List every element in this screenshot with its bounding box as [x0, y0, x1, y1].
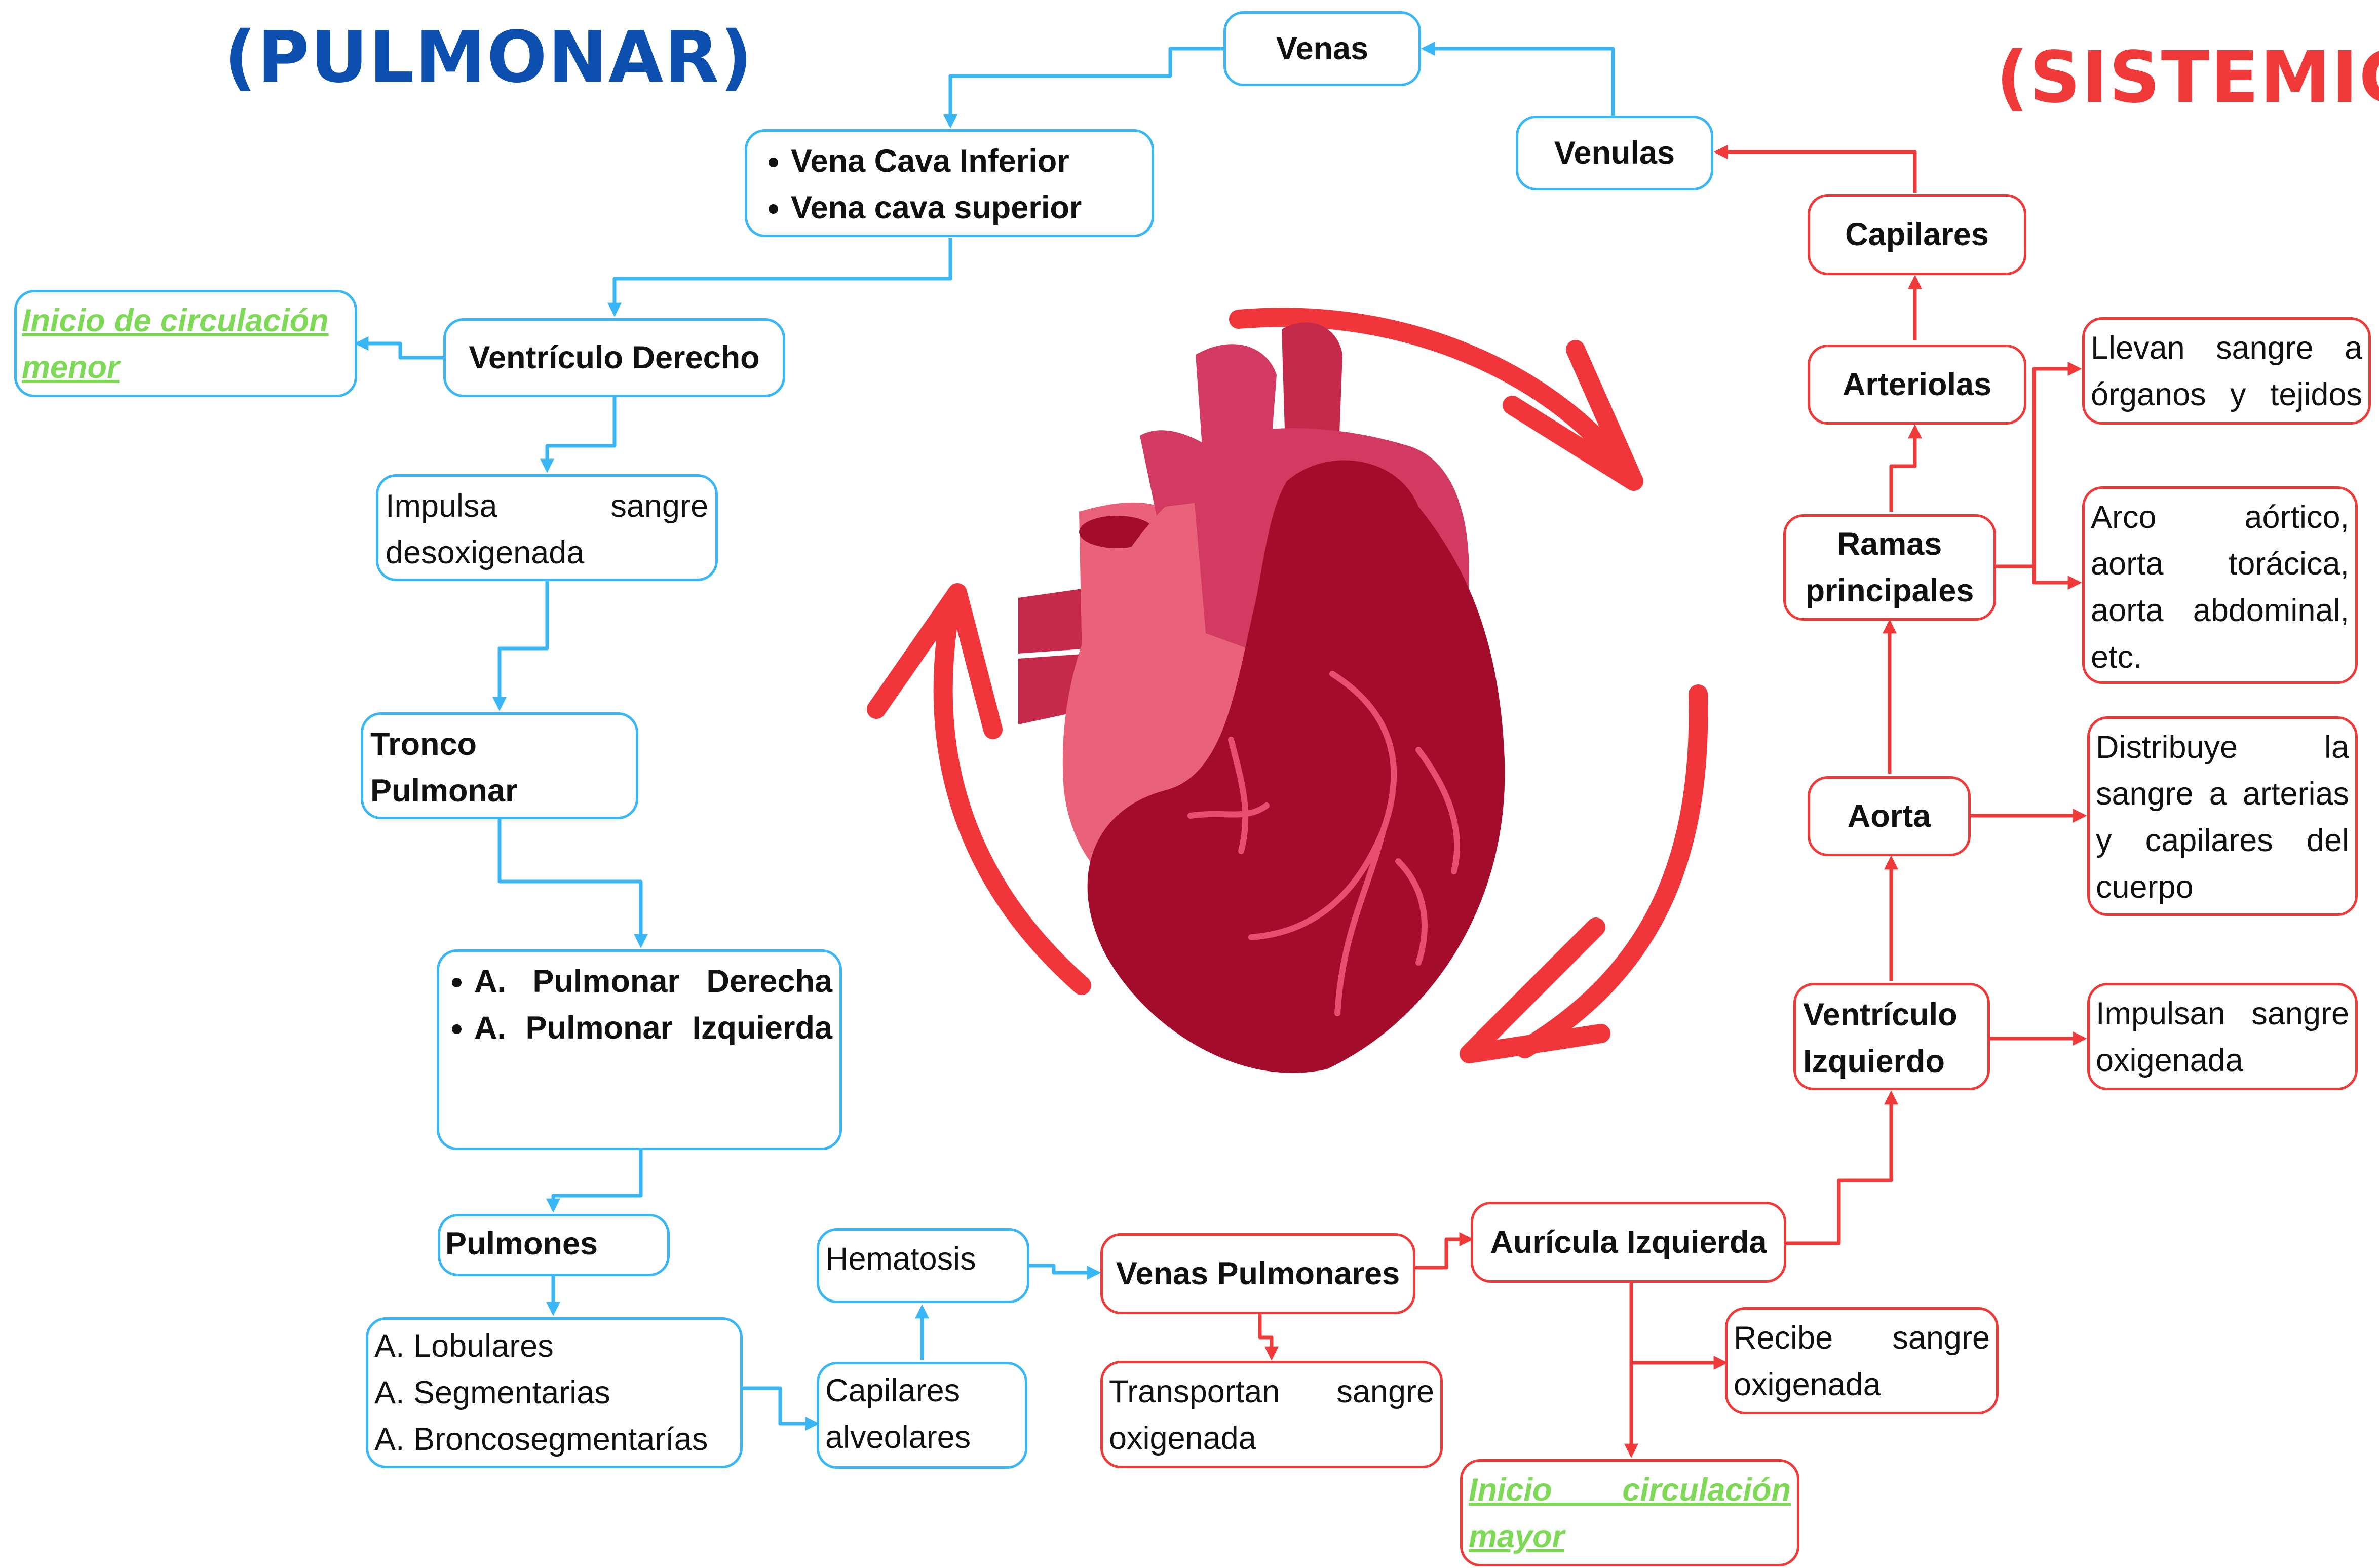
- connector-arterias-pulmones: [546, 1150, 643, 1213]
- connector-ramas-arteriolas: [1889, 424, 1922, 512]
- cycle-arrows-icon: [867, 308, 1708, 1063]
- node-transportan-label: Transportan sangre oxigenada: [1109, 1374, 1434, 1456]
- connector-ramas-arco: [2032, 566, 2082, 590]
- connector-impulsa-tronco: [492, 581, 549, 711]
- node-impulsan: Impulsan sangre oxigenada: [2087, 983, 2358, 1090]
- node-distribuye-label: Distribuye la sangre a arterias y capila…: [2096, 730, 2349, 905]
- connector-venas-pulmonares-auricula: [1412, 1232, 1474, 1270]
- connector-venas-vena-cava: [943, 47, 1223, 129]
- node-recibe: Recibe sangre oxigenada: [1725, 1307, 1999, 1414]
- node-venas-pulmonares: Venas Pulmonares: [1100, 1233, 1415, 1314]
- connector-ramas-llevan: [1996, 362, 2082, 568]
- node-tronco-label: Tronco Pulmonar: [370, 726, 518, 809]
- connector-ventriculo-impulsa: [540, 397, 617, 473]
- node-arteriolas: Arteriolas: [1808, 345, 2026, 425]
- node-distribuye: Distribuye la sangre a arterias y capila…: [2087, 716, 2358, 916]
- node-venas-label: Venas: [1276, 31, 1369, 66]
- connector-hematosis-venas-pulmonares: [1029, 1264, 1101, 1280]
- node-llevan: Llevan sangre a órganos y tejidos: [2082, 317, 2371, 425]
- node-ventriculo-derecho: Ventrículo Derecho: [443, 318, 785, 397]
- connector-venas-pulmonares-transportan: [1258, 1313, 1279, 1361]
- title-pulmonar: (PULMONAR): [224, 16, 754, 99]
- node-hematosis-label: Hematosis: [825, 1241, 976, 1277]
- title-sistemica: (SISTEMICA): [1996, 36, 2379, 119]
- node-arco: Arco aórtico, aorta torácica, aorta abdo…: [2082, 486, 2358, 684]
- arteria-item: A. Pulmonar Izquierda: [474, 1005, 832, 1051]
- node-arterias-pulmonares: A. Pulmonar Derecha A. Pulmonar Izquierd…: [437, 949, 842, 1150]
- node-capilares-label: Capilares: [1845, 217, 1989, 252]
- inicio-mayor-link[interactable]: Inicio circulación mayor: [1469, 1472, 1791, 1554]
- node-venas-pulmonares-label: Venas Pulmonares: [1116, 1256, 1400, 1291]
- connector-ramas-capilares: [743, 1386, 820, 1431]
- connector-vena-cava-ventriculo: [607, 238, 952, 317]
- node-inicio-menor: Inicio de circulación menor: [14, 290, 357, 397]
- node-aorta-label: Aorta: [1847, 798, 1931, 834]
- node-auricula-izquierda-label: Aurícula Izquierda: [1490, 1225, 1767, 1260]
- connector-auricula-recibe: [1629, 1282, 1728, 1370]
- node-recibe-label: Recibe sangre oxigenada: [1734, 1320, 1990, 1402]
- node-ramas-principales: Ramas principales: [1783, 514, 1996, 621]
- connector-auricula-ventriculo: [1786, 1090, 1898, 1245]
- node-capilares-alveolares-label: Capilares alveolares: [825, 1373, 971, 1455]
- connector-tronco-arterias: [497, 819, 648, 948]
- node-ventriculo-izquierdo-label: Ventrículo Izquierdo: [1803, 997, 1958, 1079]
- node-vena-cava: Vena Cava Inferior Vena cava superior: [745, 129, 1154, 237]
- connector-ventriculo-inicio-menor: [354, 336, 443, 360]
- node-ventriculo-derecho-label: Ventrículo Derecho: [469, 340, 760, 375]
- vena-cava-item: Vena cava superior: [791, 184, 1141, 231]
- node-transportan: Transportan sangre oxigenada: [1100, 1361, 1443, 1468]
- inicio-menor-link[interactable]: Inicio de circulación menor: [22, 303, 329, 385]
- node-ventriculo-izquierdo: Ventrículo Izquierdo: [1793, 983, 1990, 1090]
- node-arco-label: Arco aórtico, aorta torácica, aorta abdo…: [2091, 500, 2349, 675]
- node-impulsan-label: Impulsan sangre oxigenada: [2096, 996, 2349, 1078]
- rama-item: A. Broncosegmentarías: [374, 1422, 708, 1457]
- rama-item: A. Segmentarias: [374, 1375, 610, 1410]
- node-venas: Venas: [1223, 11, 1421, 86]
- rama-item: A. Lobulares: [374, 1328, 554, 1364]
- pulmonary-connectors: [354, 42, 1615, 1431]
- node-llevan-label: Llevan sangre a órganos y tejidos: [2091, 330, 2362, 412]
- node-ramas-principales-label: Ramas principales: [1805, 526, 1974, 608]
- node-ramas-pulmonares: A. Lobulares A. Segmentarias A. Broncose…: [366, 1317, 743, 1468]
- heart-icon: [867, 308, 1708, 1073]
- node-pulmones: Pulmones: [438, 1214, 670, 1276]
- node-auricula-izquierda: Aurícula Izquierda: [1471, 1202, 1786, 1283]
- node-capilares: Capilares: [1808, 194, 2026, 275]
- systemic-connectors: [1258, 145, 2087, 1458]
- node-impulsa-label: Impulsa sangre desoxigenada: [386, 488, 708, 570]
- node-capilares-alveolares: Capilares alveolares: [817, 1362, 1027, 1469]
- vena-cava-item: Vena Cava Inferior: [791, 138, 1141, 184]
- node-venulas-label: Venulas: [1554, 135, 1675, 171]
- arteria-item: A. Pulmonar Derecha: [474, 958, 832, 1005]
- node-venulas: Venulas: [1516, 116, 1713, 190]
- node-aorta: Aorta: [1808, 776, 1971, 856]
- node-hematosis: Hematosis: [817, 1228, 1029, 1303]
- node-tronco-pulmonar: Tronco Pulmonar: [361, 712, 638, 819]
- connector-capilares-venulas: [1713, 145, 1917, 193]
- node-inicio-mayor: Inicio circulación mayor: [1460, 1459, 1799, 1566]
- node-impulsa: Impulsa sangre desoxigenada: [376, 474, 718, 581]
- node-pulmones-label: Pulmones: [445, 1226, 598, 1261]
- connector-venulas-venas: [1421, 42, 1615, 116]
- node-arteriolas-label: Arteriolas: [1842, 367, 1992, 402]
